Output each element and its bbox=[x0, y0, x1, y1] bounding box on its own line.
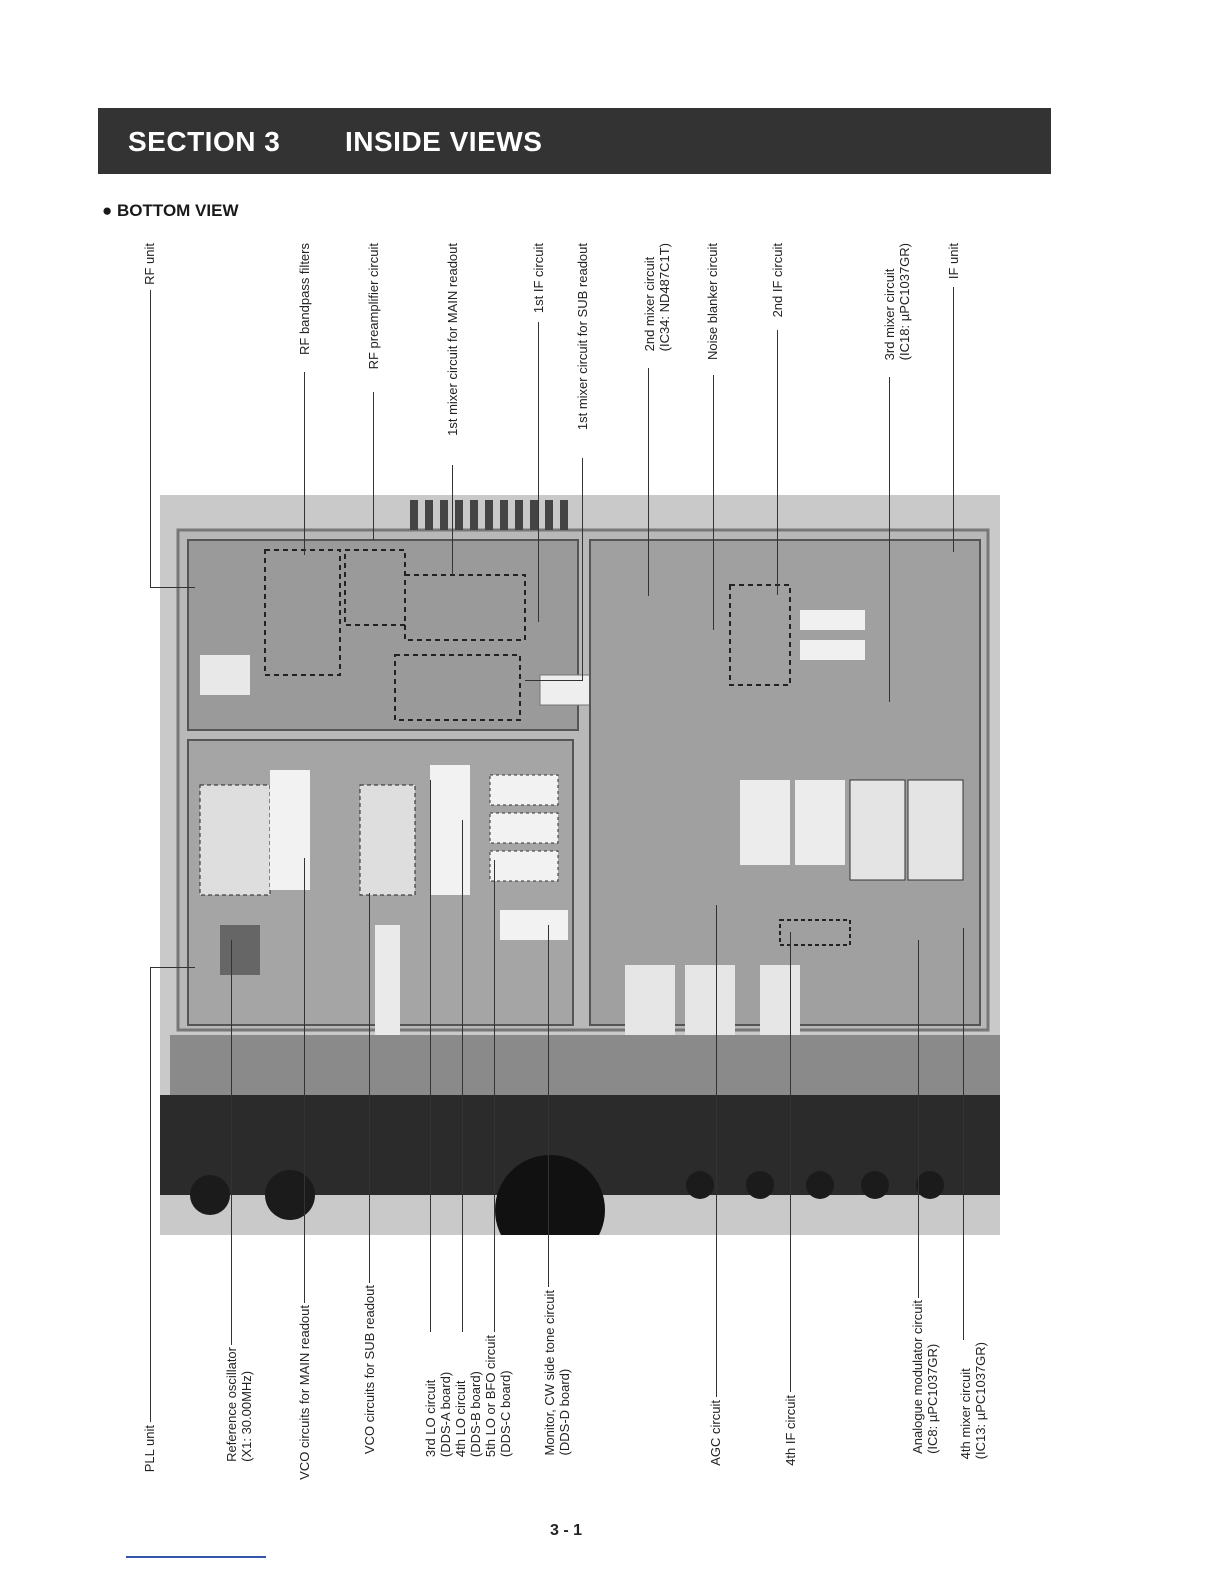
chassis-photo bbox=[160, 495, 1000, 1265]
label-rf-unit: RF unit bbox=[142, 243, 157, 285]
leader-2nd-if bbox=[777, 330, 778, 595]
leader-agc bbox=[716, 905, 717, 1397]
leader-pll bbox=[150, 967, 151, 1422]
label-noise-blanker: Noise blanker circuit bbox=[705, 243, 720, 361]
leader-monitor bbox=[548, 925, 549, 1287]
label-analogue-modulator: Analogue modulator circuit(IC8: µPC1037G… bbox=[910, 1300, 940, 1454]
leader-vco-main bbox=[304, 858, 305, 1303]
leader-4th-mixer bbox=[963, 928, 964, 1340]
label-rf-preamplifier: RF preamplifier circuit bbox=[366, 243, 381, 370]
leader-3rd-lo bbox=[430, 780, 431, 1332]
label-agc: AGC circuit bbox=[708, 1400, 723, 1466]
leader-4th-if bbox=[790, 932, 791, 1392]
leader-4th-lo bbox=[462, 820, 463, 1332]
section-number: SECTION 3 bbox=[128, 126, 281, 157]
label-1st-mixer-sub: 1st mixer circuit for SUB readout bbox=[575, 243, 590, 431]
leader-2nd-mixer bbox=[648, 368, 649, 596]
label-1st-mixer-main: 1st mixer circuit for MAIN readout bbox=[445, 243, 460, 436]
leader-rf-bpf bbox=[304, 372, 305, 555]
label-2nd-mixer: 2nd mixer circuit(IC34: ND487C1T) bbox=[642, 243, 672, 352]
leader-1st-mixer-sub-h bbox=[525, 680, 583, 681]
leader-1st-mixer-main bbox=[452, 465, 453, 575]
chassis-illustration bbox=[160, 495, 1000, 1265]
label-lo-dds-boards: 3rd LO circuit(DDS-A board)4th LO circui… bbox=[423, 1335, 513, 1458]
leader-1st-if bbox=[538, 322, 539, 622]
footer-rule bbox=[126, 1556, 266, 1558]
subheading: ● BOTTOM VIEW bbox=[102, 201, 239, 220]
leader-5th-lo bbox=[494, 860, 495, 1332]
label-monitor-cw: Monitor, CW side tone circuit(DDS-D boar… bbox=[542, 1290, 572, 1456]
label-vco-main: VCO circuits for MAIN readout bbox=[297, 1305, 312, 1480]
label-reference-oscillator: Reference oscillator(X1: 30.00MHz) bbox=[224, 1347, 254, 1462]
label-rf-bandpass-filters: RF bandpass filters bbox=[297, 243, 312, 355]
label-pll-unit: PLL unit bbox=[142, 1425, 157, 1473]
leader-if-unit bbox=[953, 287, 954, 552]
leader-rf-preamp bbox=[373, 392, 374, 540]
label-if-unit: IF unit bbox=[946, 243, 961, 280]
section-header-bar: SECTION 3 INSIDE VIEWS bbox=[98, 108, 1051, 174]
leader-rf-unit bbox=[150, 290, 151, 587]
page-number: 3 - 1 bbox=[550, 1522, 583, 1539]
label-1st-if: 1st IF circuit bbox=[531, 243, 546, 314]
label-4th-if: 4th IF circuit bbox=[783, 1395, 798, 1466]
leader-rf-unit-h bbox=[150, 587, 195, 588]
leader-vco-sub bbox=[369, 893, 370, 1283]
leader-1st-mixer-sub bbox=[582, 458, 583, 680]
label-vco-sub: VCO circuits for SUB readout bbox=[362, 1285, 377, 1455]
label-2nd-if: 2nd IF circuit bbox=[770, 243, 785, 318]
leader-noise-blanker bbox=[713, 375, 714, 630]
section-title: INSIDE VIEWS bbox=[345, 126, 543, 157]
leader-analogue-mod bbox=[918, 940, 919, 1298]
leader-3rd-mixer bbox=[889, 377, 890, 702]
leader-ref-osc bbox=[231, 940, 232, 1345]
label-4th-mixer: 4th mixer circuit(IC13: µPC1037GR) bbox=[958, 1342, 988, 1460]
leader-pll-h bbox=[150, 967, 195, 968]
label-3rd-mixer: 3rd mixer circuit(IC18: µPC1037GR) bbox=[882, 243, 912, 361]
